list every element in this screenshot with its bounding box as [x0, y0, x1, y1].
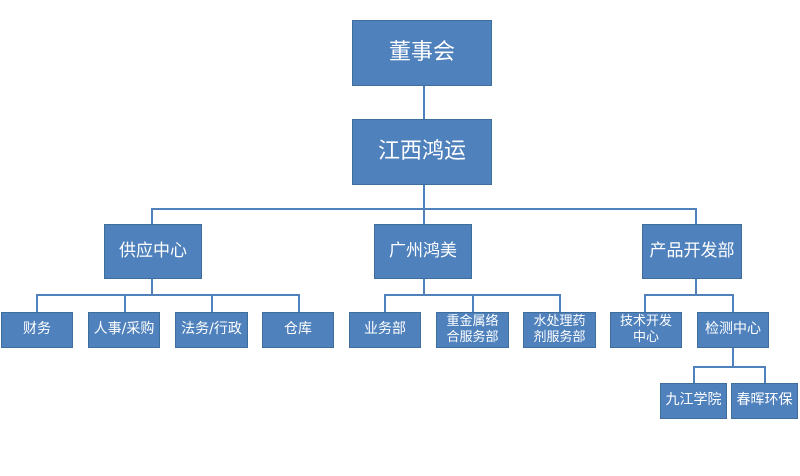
- edge-to-testing-center: [732, 294, 734, 312]
- edge-supply-bar: [37, 294, 299, 296]
- node-company-label: 江西鸿运: [377, 139, 466, 165]
- edge-to-heavy-metal: [472, 294, 474, 312]
- edge-to-chunhui: [764, 366, 766, 383]
- node-testing-center-label: 检测中心: [705, 321, 761, 338]
- node-heavy-metal-line-1: 重金属络: [446, 313, 499, 329]
- node-chunhui: 春晖环保: [731, 383, 798, 419]
- node-heavy-metal-line-2: 合服务部: [446, 330, 499, 345]
- edge-to-finance: [36, 294, 38, 312]
- node-legal-admin-label: 法务/行政: [181, 321, 242, 338]
- edge-to-jiujiang: [693, 366, 695, 383]
- edge-to-tech-dev: [644, 294, 646, 312]
- edge-to-guangzhou: [423, 208, 425, 224]
- node-product-dev: 产品开发部: [642, 224, 742, 279]
- node-tech-dev-line-1: 技术开发: [619, 313, 672, 329]
- node-guangzhou: 广州鸿美: [374, 224, 472, 279]
- node-finance-label: 财务: [23, 321, 51, 338]
- node-warehouse-label: 仓库: [284, 321, 312, 338]
- edge-guangzhou-down: [423, 278, 425, 296]
- edge-to-warehouse: [298, 294, 300, 312]
- edge-board-company: [423, 85, 425, 119]
- edge-supply-down: [151, 278, 153, 296]
- node-water-agent-line-2: 剂服务部: [533, 330, 586, 345]
- node-tech-dev: 技术开发 中心: [610, 312, 682, 348]
- node-supply-center-label: 供应中心: [119, 240, 187, 261]
- edge-testing-bar: [694, 366, 766, 368]
- node-jiujiang-label: 九江学院: [665, 392, 722, 409]
- edge-to-business-dept: [384, 294, 386, 312]
- node-business-dept-label: 业务部: [364, 321, 406, 338]
- edge-company-down: [423, 184, 425, 210]
- node-supply-center: 供应中心: [104, 224, 202, 279]
- node-chunhui-label: 春晖环保: [736, 392, 793, 409]
- node-hr-purchasing-label: 人事/采购: [93, 321, 155, 338]
- node-guangzhou-label: 广州鸿美: [389, 240, 457, 261]
- node-warehouse: 仓库: [262, 312, 334, 348]
- edge-to-legal-admin: [211, 294, 213, 312]
- edge-to-product-dev: [695, 208, 697, 224]
- node-testing-center: 检测中心: [697, 312, 769, 348]
- node-company: 江西鸿运: [352, 119, 492, 185]
- node-tech-dev-line-2: 中心: [632, 330, 659, 345]
- edge-to-supply-center: [151, 208, 153, 224]
- node-board-label: 董事会: [388, 40, 455, 66]
- edge-productdev-bar: [645, 294, 734, 296]
- edge-to-hr-purchasing: [124, 294, 126, 312]
- node-hr-purchasing: 人事/采购: [88, 312, 160, 348]
- node-jiujiang: 九江学院: [660, 383, 727, 419]
- node-water-agent-line-1: 水处理药: [533, 313, 586, 329]
- edge-testing-down: [732, 347, 734, 368]
- edge-productdev-down: [695, 278, 697, 296]
- node-product-dev-label: 产品开发部: [649, 240, 735, 261]
- edge-to-water-agent: [559, 294, 561, 312]
- node-business-dept: 业务部: [349, 312, 421, 348]
- node-board: 董事会: [352, 20, 492, 86]
- node-water-agent: 水处理药 剂服务部: [523, 312, 596, 348]
- node-legal-admin: 法务/行政: [175, 312, 248, 348]
- node-heavy-metal: 重金属络 合服务部: [436, 312, 509, 348]
- node-finance: 财务: [1, 312, 73, 348]
